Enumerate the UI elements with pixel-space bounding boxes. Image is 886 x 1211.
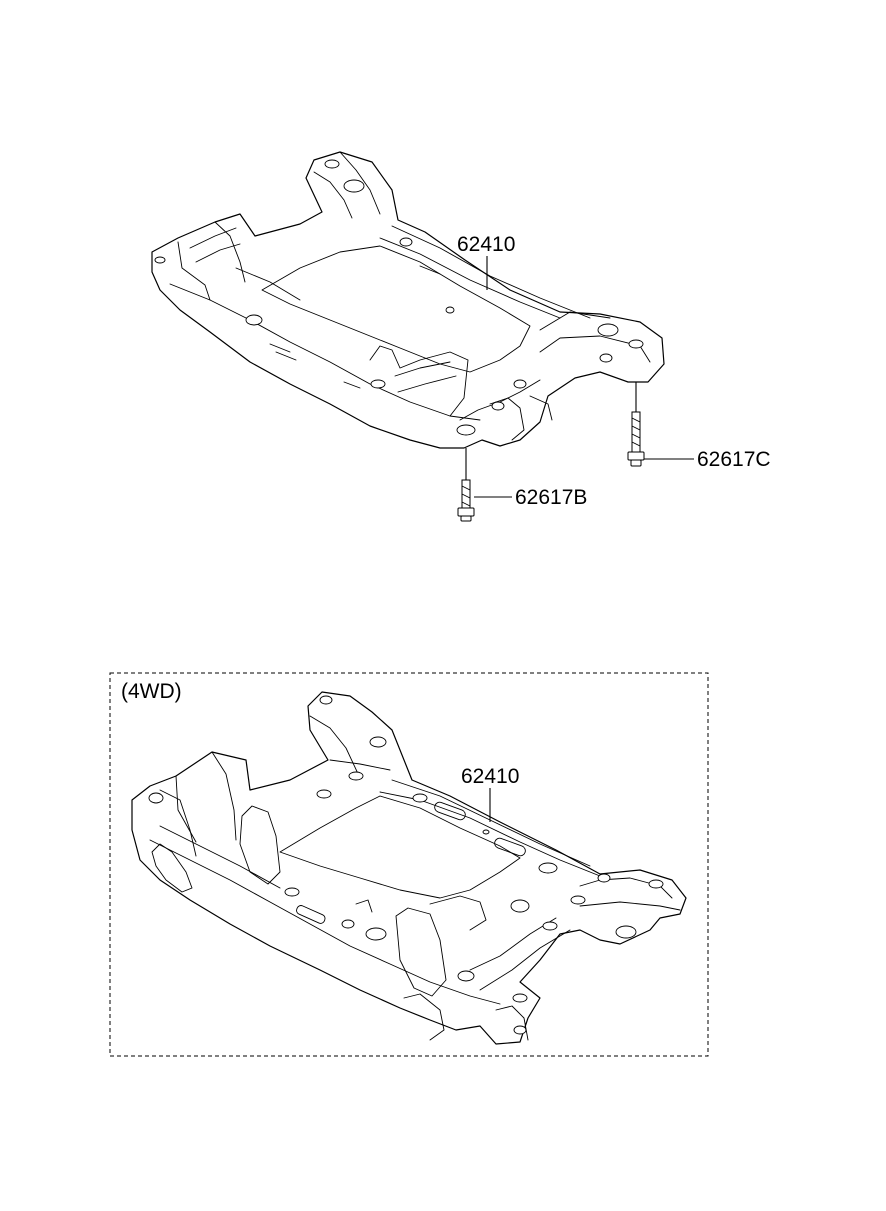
bolt-62617c xyxy=(627,382,645,467)
front-subframe-4wd xyxy=(131,691,687,1045)
part-number-62410-top: 62410 xyxy=(457,233,516,256)
bolt-62617b xyxy=(457,448,475,522)
variant-box-title: (4WD) xyxy=(121,680,182,703)
part-number-62617c: 62617C xyxy=(697,448,771,471)
front-subframe-2wd xyxy=(151,151,665,449)
part-number-62617b: 62617B xyxy=(515,486,588,509)
part-number-62410-bottom: 62410 xyxy=(461,765,520,788)
